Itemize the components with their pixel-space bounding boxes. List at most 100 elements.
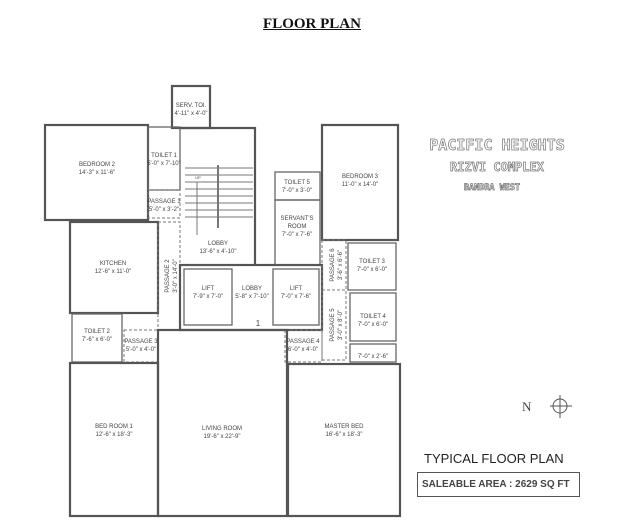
room-name: LOBBY	[242, 286, 262, 292]
room-label: PASSAGE 4 6'-0" x 4'-0"	[286, 339, 320, 353]
toilet-3-room	[347, 242, 397, 291]
room-name: PASSAGE 1	[147, 199, 181, 205]
room-name: PASSAGE 5	[330, 308, 336, 342]
room-size: 16'-6" x 18'-3"	[326, 432, 363, 438]
room-label: KITCHEN 12'-6" x 11'-0"	[95, 261, 131, 275]
room-label: PASSAGE 3 5'-0" x 4'-0"	[124, 339, 158, 353]
passage-4-area	[284, 329, 323, 363]
room-name: SERVANT'S	[281, 216, 314, 222]
project-name: PACIFIC HEIGHTS	[429, 136, 564, 154]
room-label: LOBBY 5'-8" x 7'-10"	[235, 286, 269, 300]
passage-5-area	[321, 289, 347, 361]
closet-room	[349, 343, 397, 363]
north-arrow-icon: N	[522, 395, 572, 418]
room-size: 12'-6" x 11'-0"	[95, 269, 131, 275]
room-name: KITCHEN	[100, 261, 126, 267]
room-labels: SERV. TOI. 4'-11" x 4'-0" BEDROOM 2 14'-3" …	[79, 103, 388, 440]
room-size: 6'-0" x 4'-0"	[288, 347, 318, 353]
room-size: 5'-8" x 7'-10"	[235, 294, 269, 300]
bedroom-3-room	[320, 123, 400, 242]
room-label: TOILET 37'-0" x 6'-0"	[357, 259, 387, 273]
room-size: 12'-6" x 18'-3"	[96, 432, 133, 438]
stair-up-label: UP	[195, 175, 201, 180]
staircase	[185, 165, 253, 235]
page-title: FLOOR PLAN	[263, 16, 361, 32]
room-label: LIFT 7'-9" x 7'-0"	[193, 286, 223, 300]
room-size: 7'-0" x 3'-0"	[282, 188, 312, 194]
room-size: 7'-0" x 6'-0"	[358, 322, 388, 328]
room-label: PASSAGE 1 5'-0" x 3'-2"	[147, 199, 181, 213]
room-name: LIFT	[202, 286, 215, 292]
room-name: BEDROOM 3	[342, 174, 379, 180]
plan-label: TYPICAL FLOOR PLAN	[424, 451, 564, 466]
room-label: TOILET 2 7'-6" x 6'-0"	[82, 329, 112, 343]
room-size: 7'-6" x 6'-0"	[82, 337, 112, 343]
room-size: 5'-0" x 3'-2"	[149, 207, 179, 213]
room-size: 7'-0" x 7'-6"	[281, 294, 311, 300]
project-location: BANDRA WEST	[464, 183, 520, 193]
room-label: TOILET 1 5'-0" x 7'-10"	[147, 153, 181, 167]
room-size: 7'-0" x 7'-6"	[282, 232, 312, 238]
room-name: TOILET 1	[151, 153, 177, 159]
room-label: TOILET 4 7'-0" x 6'-0"	[358, 314, 388, 328]
project-complex: RIZVI COMPLEX	[450, 160, 545, 174]
room-label: SERV. TOI. 4'-11" x 4'-0"	[174, 103, 207, 117]
room-size: 3'-6" x 6'-6"	[338, 250, 344, 280]
room-name: LIVING ROOM	[202, 426, 242, 432]
north-label: N	[522, 399, 532, 414]
room-size: 19'-6" x 22'-9"	[204, 434, 241, 440]
room-size: 13'-6" x 4'-10"	[200, 249, 237, 255]
room-label: MASTER BED 16'-6" x 18'-3"	[324, 424, 364, 438]
lift-left	[183, 268, 233, 326]
room-label: BED ROOM 1 12'-6" x 18'-3"	[95, 424, 133, 438]
room-name: ROOM	[288, 224, 307, 230]
lobby-wall	[180, 126, 257, 265]
toilet-4-room	[349, 292, 397, 342]
passage-1-area	[147, 189, 181, 219]
room-size: 5'-0" x 4'-0"	[126, 347, 156, 353]
bed-room-1-room	[68, 361, 160, 518]
room-size: 7'-0" x 6'-0"	[357, 267, 387, 273]
room-label: BEDROOM 2 14'-3" x 11'-6"	[79, 162, 116, 176]
room-name: TOILET 2	[84, 329, 110, 335]
room-size: 4'-11" x 4'-0"	[174, 111, 207, 117]
room-size: 3'-0" x 14'-0"	[173, 259, 179, 293]
room-name: BEDROOM 2	[79, 162, 116, 168]
room-size: 14'-3" x 11'-6"	[79, 170, 115, 176]
room-name: SERV. TOI.	[176, 103, 207, 109]
room-size: 11'-0" x 14'-0"	[342, 182, 378, 188]
room-label: BEDROOM 3 11'-0" x 14'-0"	[342, 174, 379, 188]
lift-right	[272, 268, 320, 326]
kitchen-room	[68, 220, 160, 315]
room-label: 7'-0" x 2'-6"	[358, 354, 388, 360]
lobby-marker: 1	[256, 319, 261, 328]
room-size: 5'-0" x 7'-10"	[147, 161, 181, 167]
passage-3-area	[123, 329, 159, 363]
room-size: 7'-9" x 7'-0"	[193, 294, 223, 300]
room-name: MASTER BED	[324, 424, 364, 430]
room-name: TOILET 4	[360, 314, 386, 320]
room-name: LOBBY	[208, 241, 228, 247]
room-name: PASSAGE 3	[124, 339, 158, 345]
room-name: PASSAGE 6	[330, 248, 336, 282]
room-name: PASSAGE 4	[286, 339, 320, 345]
room-name: PASSAGE 2	[165, 259, 171, 293]
room-label: LOBBY 13'-6" x 4'-10"	[200, 241, 237, 255]
room-size: 3'-0" x 8'-0"	[338, 310, 344, 340]
room-size: 7'-0" x 2'-6"	[358, 354, 388, 360]
room-label: LIFT 7'-0" x 7'-6"	[281, 286, 311, 300]
room-name: LIFT	[290, 286, 303, 292]
room-label: SERVANT'S ROOM 7'-0" x 7'-6"	[281, 216, 314, 238]
room-name: BED ROOM 1	[95, 424, 133, 430]
master-bed-room	[286, 362, 402, 518]
saleable-area-box: SALEABLE AREA : 2629 SQ FT	[417, 472, 580, 497]
walls	[43, 84, 402, 518]
toilet-5-room	[274, 171, 321, 201]
living-room-room	[156, 328, 289, 518]
room-label: LIVING ROOM 19'-6" x 22'-9"	[202, 426, 242, 440]
room-label: TOILET 57'-0" x 3'-0"	[282, 180, 312, 194]
